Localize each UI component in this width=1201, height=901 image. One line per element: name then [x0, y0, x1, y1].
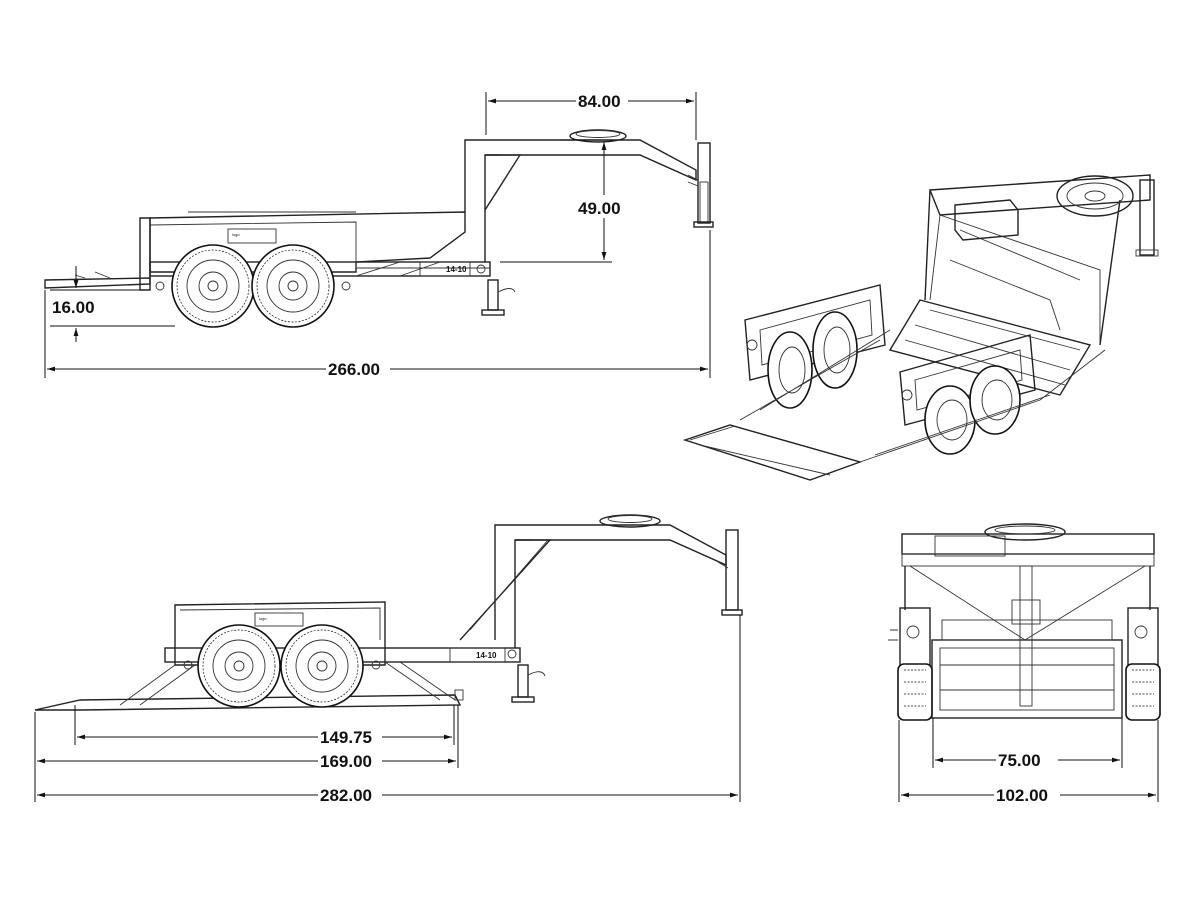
rear-view: [888, 523, 1161, 721]
dimension-84: 84.00: [485, 92, 697, 140]
dimension-282: 282.00: [34, 615, 741, 805]
tire-front-top: [171, 244, 255, 328]
iso-tire-left-1: [767, 331, 813, 409]
dim-deck-length: 149.75: [320, 728, 372, 747]
iso-tire-right-1: [924, 385, 976, 455]
side-view-bottom: logo 14-10: [34, 514, 743, 711]
dimension-149-75: 149.75: [74, 705, 455, 747]
dim-overall-length-bottom: 282.00: [320, 786, 372, 805]
rear-tire-right: [1125, 663, 1161, 721]
iso-tire-right-2: [969, 365, 1021, 435]
dimension-16: 16.00: [50, 266, 175, 342]
tire-rear-bottom: [280, 624, 364, 708]
svg-text:logo: logo: [232, 232, 240, 237]
dim-overall-length-top: 266.00: [328, 360, 380, 379]
dim-gooseneck-height: 49.00: [578, 199, 621, 218]
dimension-75: 75.00: [932, 718, 1123, 770]
side-view-top: logo 14-10: [44, 129, 714, 328]
model-tag-top: 14-10: [446, 265, 467, 274]
dim-deck-height: 16.00: [52, 298, 95, 317]
dim-inner-width: 75.00: [998, 751, 1041, 770]
iso-tire-left-2: [812, 311, 858, 389]
isometric-view: [682, 174, 1159, 481]
dimension-266: 266.00: [44, 230, 711, 379]
dim-gooseneck-length: 84.00: [578, 92, 621, 111]
tire-rear-top: [251, 244, 335, 328]
dimension-49: 49.00: [500, 139, 621, 263]
dimension-169: 169.00: [34, 705, 459, 771]
dim-bed-length: 169.00: [320, 752, 372, 771]
rear-tire-left: [897, 663, 933, 721]
tire-front-bottom: [197, 624, 281, 708]
dimension-102: 102.00: [898, 720, 1159, 805]
svg-text:logo: logo: [259, 616, 267, 621]
dim-overall-width: 102.00: [996, 786, 1048, 805]
model-tag-bottom: 14-10: [476, 651, 497, 660]
